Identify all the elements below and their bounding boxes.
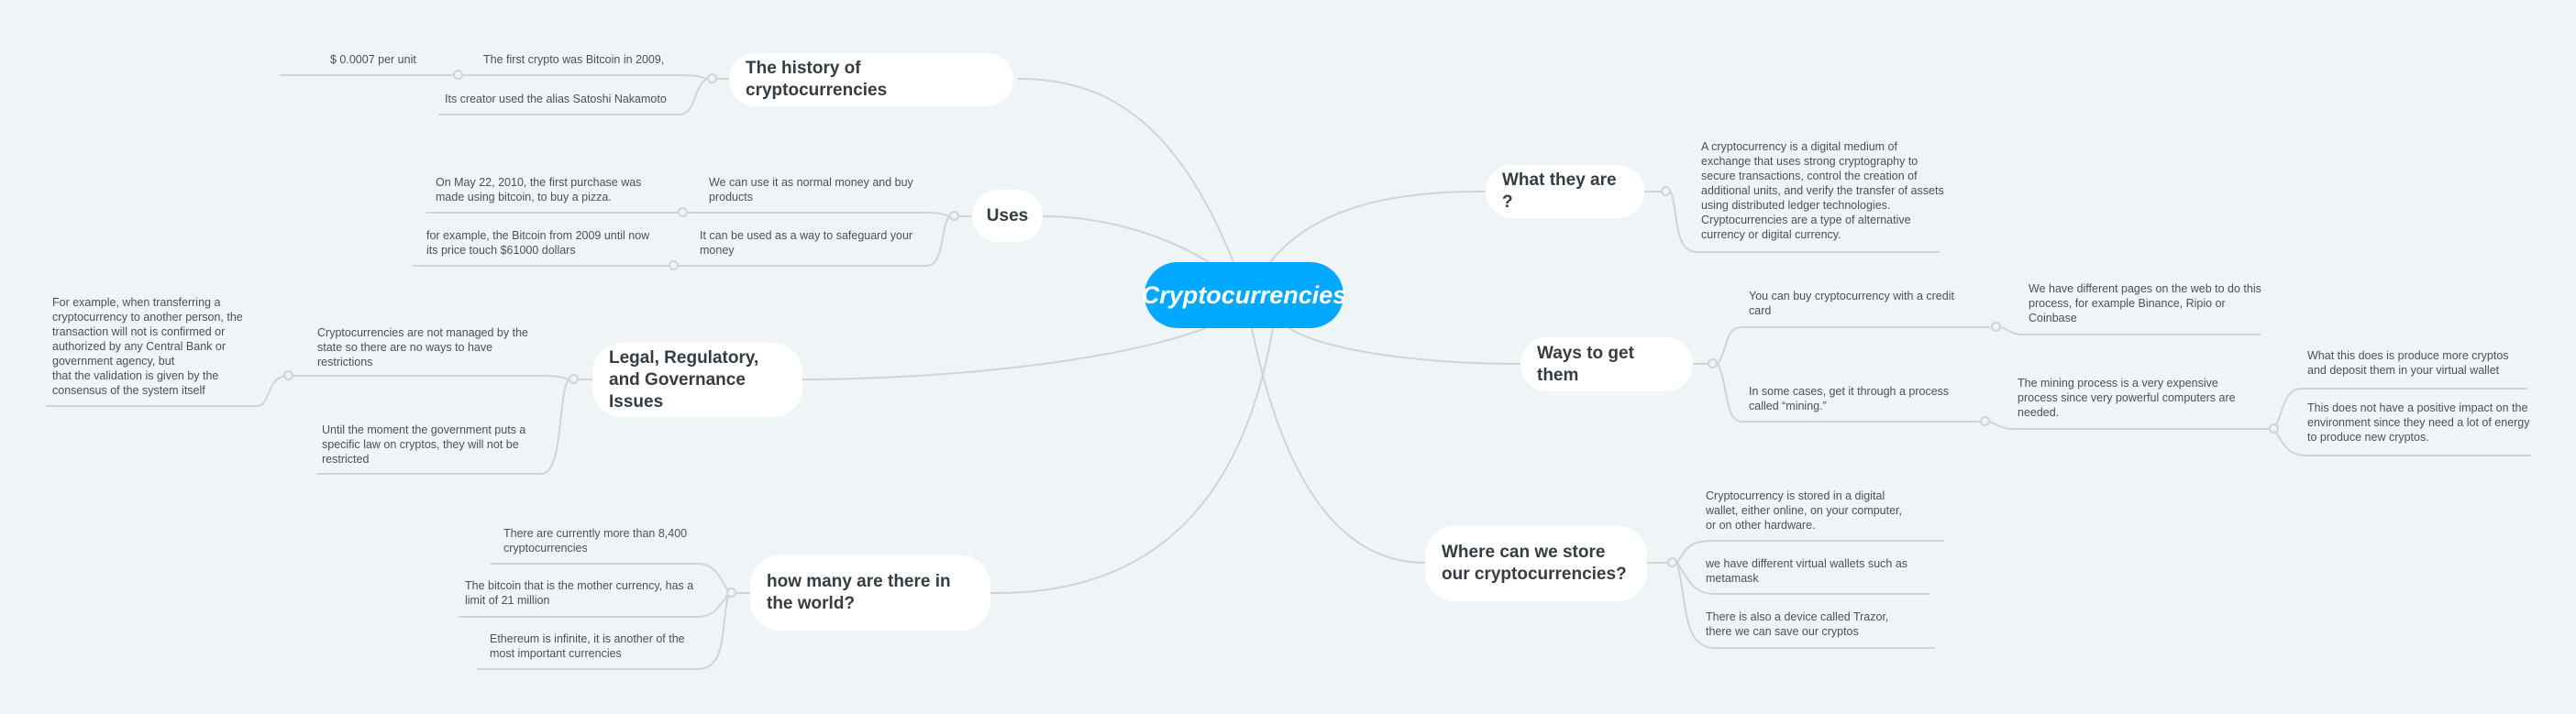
branch-node-icon[interactable] — [453, 70, 463, 80]
topic-uses[interactable]: Uses — [972, 190, 1043, 242]
subtopic[interactable]: Cryptocurrencies are not managed by the … — [317, 326, 528, 368]
subtopic[interactable]: The bitcoin that is the mother currency,… — [465, 579, 694, 607]
branch-node-icon[interactable] — [1980, 416, 1990, 426]
topic-history[interactable]: The history of cryptocurrencies — [729, 53, 1013, 106]
branch-node-icon[interactable] — [2269, 423, 2279, 434]
topic-how-many-label: how many are there in the world? — [767, 572, 951, 613]
branch-node-icon[interactable] — [1667, 557, 1677, 567]
branch-node-icon[interactable] — [678, 207, 688, 217]
subtopic[interactable]: The first crypto was Bitcoin in 2009, — [483, 53, 665, 66]
subtopic[interactable]: We have different pages on the web to do… — [2029, 282, 2261, 324]
branch-node-icon[interactable] — [283, 370, 293, 380]
branch-node-icon[interactable] — [707, 73, 717, 83]
subtopic[interactable]: This does not have a positive impact on … — [2307, 401, 2530, 444]
topic-how-many[interactable]: how many are there in the world? — [750, 555, 990, 631]
subtopic[interactable]: The mining process is a very expensive p… — [2018, 377, 2236, 419]
root-topic-label: Cryptocurrencies — [1141, 280, 1347, 309]
subtopic[interactable]: Ethereum is infinite, it is another of t… — [490, 632, 685, 660]
topic-where-store[interactable]: Where can we store our cryptocurrencies? — [1425, 526, 1647, 601]
topic-legal[interactable]: Legal, Regulatory, and Governance Issues — [592, 343, 802, 417]
branch-node-icon[interactable] — [1708, 358, 1718, 368]
subtopic[interactable]: For example, when transferring a cryptoc… — [52, 296, 243, 397]
topic-legal-label: Legal, Regulatory, and Governance Issues — [609, 347, 759, 412]
topic-where-label: Where can we store our cryptocurrencies? — [1442, 543, 1627, 584]
subtopic[interactable]: There are currently more than 8,400 cryp… — [503, 527, 688, 555]
topic-ways-label: Ways to get them — [1537, 343, 1634, 385]
subtopic[interactable]: On May 22, 2010, the first purchase was … — [436, 176, 642, 203]
branch-node-icon[interactable] — [669, 260, 679, 270]
branch-node-icon[interactable] — [949, 211, 959, 221]
topic-what-label: What they are ? — [1502, 170, 1617, 212]
branch-node-icon[interactable] — [1661, 186, 1671, 196]
subtopic[interactable]: for example, the Bitcoin from 2009 until… — [426, 229, 650, 257]
subtopic[interactable]: A cryptocurrency is a digital medium of … — [1701, 140, 1944, 241]
subtopic[interactable]: It can be used as a way to safeguard you… — [700, 229, 913, 257]
branch-node-icon[interactable] — [569, 374, 579, 384]
subtopic[interactable]: We can use it as normal money and buy pr… — [709, 176, 913, 203]
topic-history-label: The history of cryptocurrencies — [746, 59, 888, 100]
branch-node-icon[interactable] — [1991, 322, 2001, 332]
subtopic[interactable]: There is also a device called Trazor, th… — [1706, 610, 1889, 638]
subtopic[interactable]: we have different virtual wallets such a… — [1706, 557, 1908, 585]
subtopic[interactable]: Until the moment the government puts a s… — [322, 423, 526, 466]
topic-ways-to-get[interactable]: Ways to get them — [1520, 337, 1693, 391]
branch-node-icon[interactable] — [726, 588, 736, 598]
subtopic[interactable]: You can buy cryptocurrency with a credit… — [1749, 290, 1954, 317]
subtopic[interactable]: Cryptocurrency is stored in a digital wa… — [1706, 489, 1903, 532]
topic-uses-label: Uses — [986, 205, 1029, 225]
subtopic[interactable]: $ 0.0007 per unit — [330, 53, 416, 66]
subtopic[interactable]: What this does is produce more cryptos a… — [2307, 349, 2509, 377]
subtopic[interactable]: Its creator used the alias Satoshi Nakam… — [445, 93, 667, 105]
root-topic[interactable]: Cryptocurrencies — [1142, 262, 1346, 328]
topic-what-they-are[interactable]: What they are ? — [1486, 165, 1644, 218]
subtopic[interactable]: In some cases, get it through a process … — [1749, 385, 1950, 412]
